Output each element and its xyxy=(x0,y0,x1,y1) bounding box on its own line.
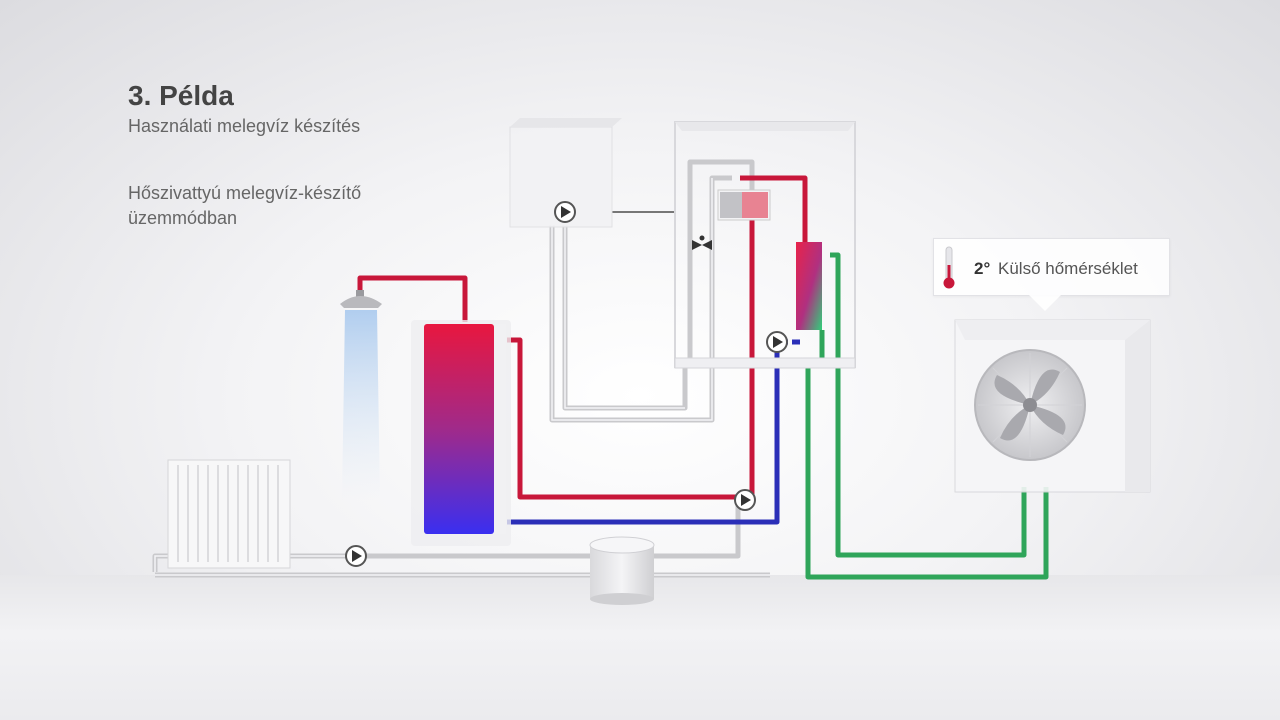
radiator xyxy=(167,459,291,569)
thermometer-icon xyxy=(943,246,955,289)
glycol-pipes xyxy=(805,252,1049,580)
pump-icon xyxy=(345,545,367,567)
heat-exchanger xyxy=(796,242,822,330)
pump-icon xyxy=(766,331,788,353)
outdoor-temperature-callout: 2° Külső hőmérséklet xyxy=(933,238,1170,311)
outdoor-temperature-value: 2° xyxy=(974,259,991,278)
grey-pipe-highlights xyxy=(154,178,770,576)
outdoor-unit xyxy=(954,319,1151,493)
buffer-cylinder xyxy=(589,536,655,605)
page-title: 3. Példa xyxy=(128,80,234,111)
pump-icon xyxy=(734,489,756,511)
hot-water-tank xyxy=(411,320,511,546)
page-subtitle: Használati melegvíz készítés xyxy=(128,116,361,136)
shower-water xyxy=(342,310,380,500)
outdoor-temperature-label: Külső hőmérséklet xyxy=(998,259,1138,278)
pump-icon xyxy=(554,201,576,223)
valve-icon xyxy=(692,235,712,250)
mode-description: Hőszivattyú melegvíz-készítő üzemmódban xyxy=(128,183,362,228)
indoor-unit xyxy=(674,121,856,369)
title-block: 3. Példa Használati melegvíz készítés xyxy=(128,80,360,137)
shower xyxy=(340,290,382,500)
fan-icon xyxy=(974,349,1086,461)
